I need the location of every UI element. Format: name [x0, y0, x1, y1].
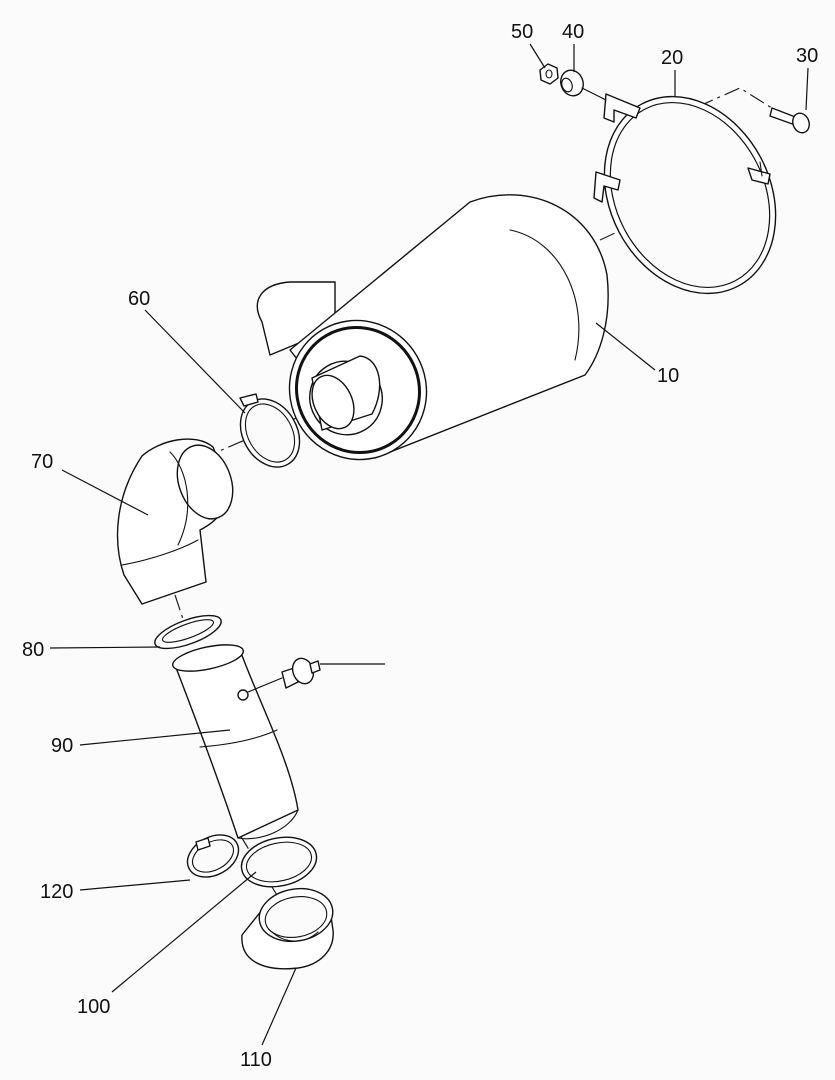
elbow-hose: [116, 438, 234, 605]
callout-90: 90: [51, 735, 73, 757]
mounting-band: [593, 93, 777, 295]
callout-50: 50: [511, 21, 533, 43]
callout-110: 110: [240, 1049, 272, 1071]
callout-120: 120: [40, 881, 73, 903]
callout-60: 60: [128, 288, 150, 310]
clamp-ring: [239, 393, 301, 468]
callout-10: 10: [657, 365, 679, 387]
callout-40: 40: [562, 21, 584, 43]
leader-lines: [49, 43, 809, 1046]
callout-70: 70: [31, 451, 53, 473]
callout-80: 80: [22, 639, 44, 661]
callout-30: 30: [796, 45, 818, 67]
gasket: [154, 614, 222, 650]
inlet-tube: [172, 644, 299, 840]
hose-clamp: [186, 834, 240, 878]
callout-labels: 10 20 30 40 50 60 70 80 90 120 100 110: [22, 21, 818, 1071]
bolt: [769, 107, 810, 134]
callout-20: 20: [661, 47, 683, 69]
ring-seal: [240, 836, 318, 888]
nut: [539, 63, 559, 85]
callout-100: 100: [77, 996, 110, 1018]
restriction-sensor: [247, 657, 321, 693]
air-cleaner-housing: [256, 194, 609, 461]
inlet-hood: [241, 887, 334, 970]
rubber-mount: [560, 69, 607, 101]
